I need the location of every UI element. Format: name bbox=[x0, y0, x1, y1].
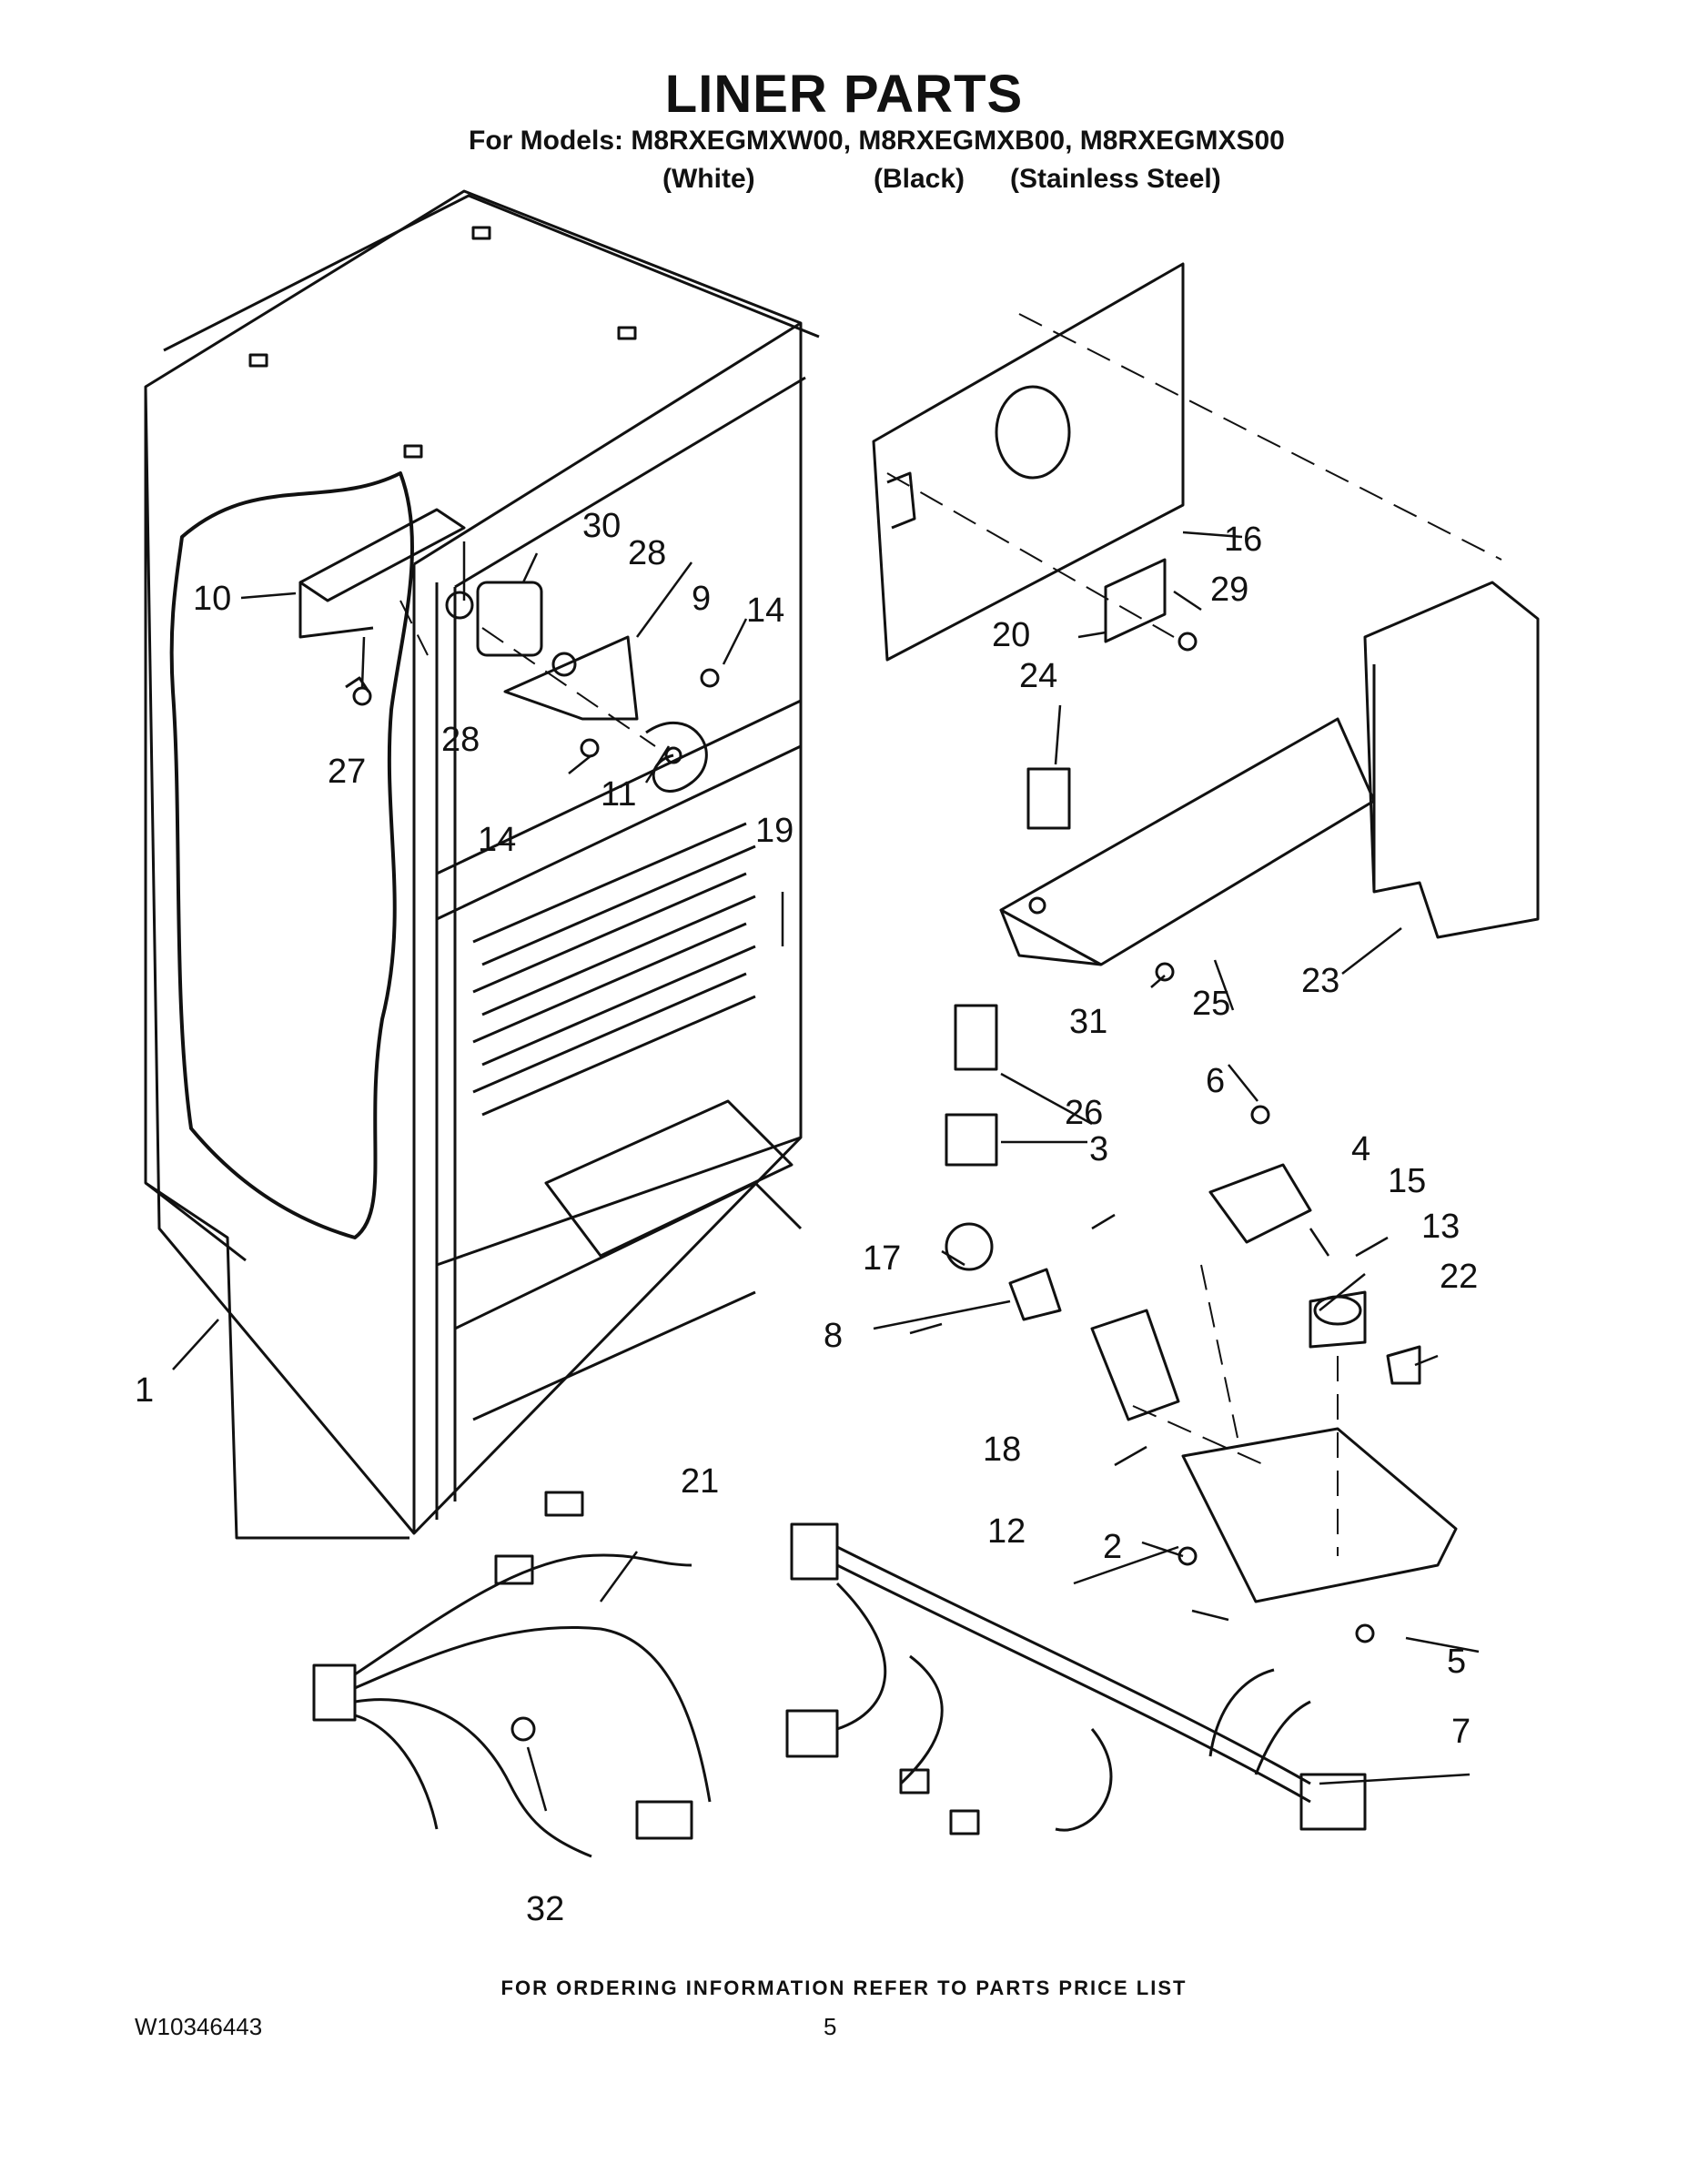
callout-31: 31 bbox=[1069, 1003, 1107, 1041]
variant-black: (Black) bbox=[874, 164, 965, 194]
duct-cover bbox=[1363, 581, 1540, 939]
callout-6: 6 bbox=[1206, 1062, 1225, 1100]
callout-18: 18 bbox=[983, 1431, 1021, 1469]
switch-housing-3 bbox=[945, 1113, 998, 1167]
knob bbox=[1386, 1345, 1421, 1385]
control-board bbox=[1208, 1163, 1312, 1244]
callout-2: 2 bbox=[1103, 1528, 1122, 1566]
page-number: 5 bbox=[824, 2013, 837, 2040]
models-line: For Models: M8RXEGMXW00, M8RXEGMXB00, M8… bbox=[469, 126, 1285, 156]
socket-cover bbox=[1090, 1309, 1180, 1421]
callout-28a: 28 bbox=[628, 534, 666, 572]
callout-20: 20 bbox=[992, 616, 1030, 654]
callout-11: 11 bbox=[601, 775, 636, 814]
callout-32: 32 bbox=[526, 1890, 564, 1928]
liner-cabinet bbox=[144, 189, 820, 1540]
control-housing bbox=[1181, 1427, 1458, 1603]
leader-lines bbox=[172, 531, 1480, 1812]
callout-8: 8 bbox=[824, 1317, 843, 1355]
callout-12: 12 bbox=[987, 1512, 1026, 1551]
callout-21: 21 bbox=[681, 1462, 719, 1501]
page-title: LINER PARTS bbox=[664, 65, 1024, 124]
callout-14b: 14 bbox=[478, 821, 516, 859]
assembly-lines bbox=[399, 313, 1502, 1556]
wire-harness-7 bbox=[785, 1522, 1367, 1835]
light-socket bbox=[1008, 1268, 1062, 1321]
document-number: W10346443 bbox=[135, 2013, 263, 2040]
light-shield bbox=[872, 262, 1185, 662]
callout-22: 22 bbox=[1440, 1258, 1478, 1296]
callout-15: 15 bbox=[1388, 1162, 1426, 1200]
thermostat bbox=[1309, 1290, 1367, 1349]
shield-bracket bbox=[1104, 558, 1167, 643]
wire-harness-21 bbox=[312, 1491, 712, 1858]
callout-13: 13 bbox=[1421, 1208, 1460, 1246]
callout-26: 26 bbox=[1065, 1094, 1103, 1132]
light-bulb bbox=[945, 1222, 994, 1271]
callout-29: 29 bbox=[1210, 571, 1248, 609]
variant-white: (White) bbox=[662, 164, 755, 194]
switch-26 bbox=[954, 1004, 998, 1071]
callout-30: 30 bbox=[582, 507, 621, 545]
callout-23: 23 bbox=[1301, 962, 1339, 1000]
callout-10: 10 bbox=[193, 580, 231, 618]
callout-3: 3 bbox=[1089, 1130, 1108, 1168]
callout-24: 24 bbox=[1019, 657, 1057, 695]
callout-16: 16 bbox=[1224, 521, 1262, 559]
callout-4: 4 bbox=[1351, 1130, 1370, 1168]
callout-17: 17 bbox=[863, 1239, 901, 1278]
callout-5: 5 bbox=[1447, 1643, 1466, 1681]
variant-stainless: (Stainless Steel) bbox=[1010, 164, 1221, 194]
sensor-24 bbox=[1026, 767, 1071, 830]
ordering-note: FOR ORDERING INFORMATION REFER TO PARTS … bbox=[500, 1977, 1188, 1999]
callout-28b: 28 bbox=[441, 721, 480, 759]
callout-9: 9 bbox=[692, 580, 711, 618]
callout-7: 7 bbox=[1451, 1713, 1471, 1751]
callout-1: 1 bbox=[135, 1371, 154, 1410]
callout-25: 25 bbox=[1192, 985, 1230, 1023]
light-housing bbox=[999, 717, 1376, 966]
callout-27: 27 bbox=[328, 753, 366, 791]
callout-19: 19 bbox=[755, 812, 793, 850]
callout-14a: 14 bbox=[746, 592, 784, 630]
